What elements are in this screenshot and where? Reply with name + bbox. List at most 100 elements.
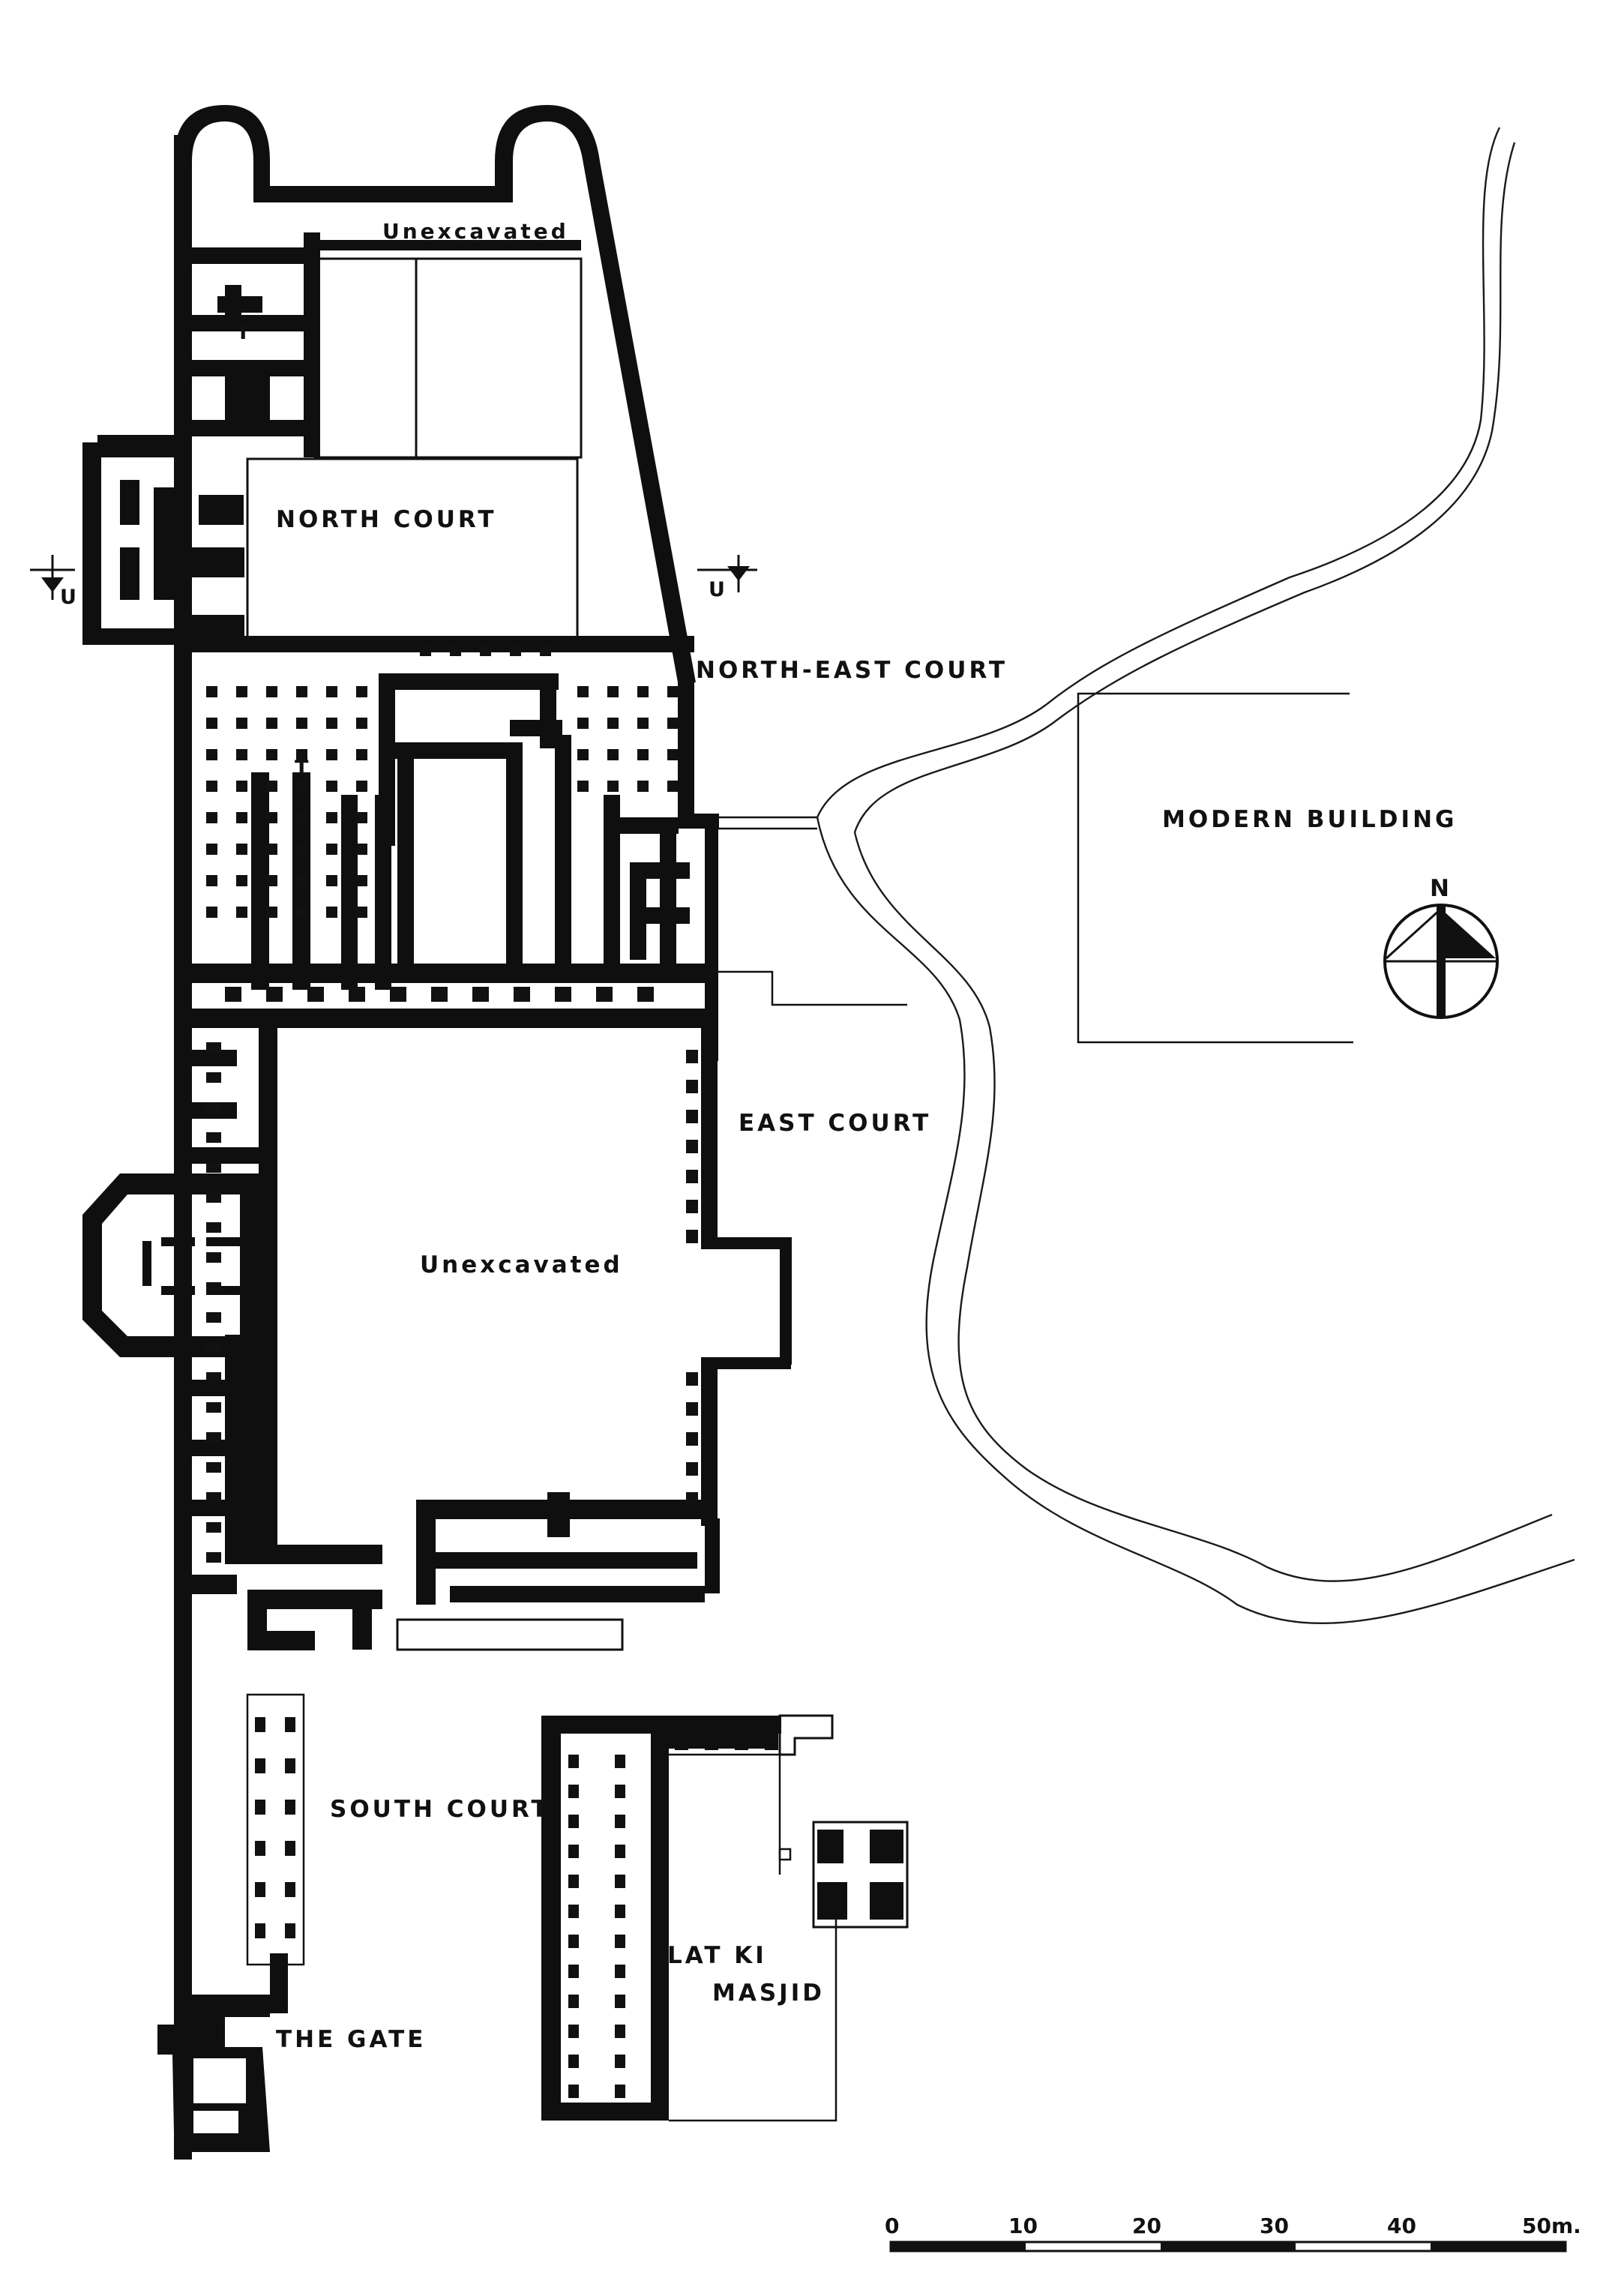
pillar: [206, 907, 217, 918]
pillar: [255, 1841, 265, 1856]
pillar: [326, 749, 337, 760]
pillar: [326, 907, 337, 918]
pillar: [356, 749, 367, 760]
pillar: [349, 987, 365, 1002]
pillar: [356, 844, 367, 855]
pillar: [615, 2055, 625, 2068]
pillar: [568, 1785, 579, 1798]
pillar: [568, 2085, 579, 2098]
north-arrow-letter: N: [1430, 875, 1452, 902]
pillar: [326, 718, 337, 729]
pillar: [568, 1815, 579, 1828]
pillar: [686, 1080, 698, 1093]
pillar: [637, 781, 649, 792]
pillar: [356, 781, 367, 792]
label-t-mark-north: T: [236, 321, 252, 344]
label-unexcavated-center: Unexcavated: [420, 1251, 623, 1278]
modern-building-outline: [1077, 692, 1353, 1044]
pillar: [206, 1522, 221, 1533]
pillar: [206, 844, 217, 855]
pillar: [326, 781, 337, 792]
pillar: [686, 1230, 698, 1243]
scale-tick-50: 50m.: [1522, 2214, 1581, 2238]
label-modern-building: MODERN BUILDING: [1162, 806, 1457, 833]
pillar: [206, 1462, 221, 1473]
scale-tick-labels: 0 10 20 30 40 50m.: [885, 2214, 1581, 2238]
pillar: [296, 781, 307, 792]
pillar: [568, 1755, 579, 1768]
pillar: [686, 1140, 698, 1153]
pillar: [307, 987, 324, 1002]
pillar: [285, 1923, 295, 1938]
pillar: [577, 718, 589, 729]
pillar: [266, 718, 277, 729]
pillar: [667, 686, 679, 697]
pillar: [255, 1758, 265, 1773]
pillar: [255, 1717, 265, 1732]
pillar: [326, 812, 337, 823]
pillar: [266, 781, 277, 792]
pillar: [236, 844, 247, 855]
pillar: [356, 718, 367, 729]
pillar: [296, 844, 307, 855]
pillar: [206, 686, 217, 697]
pillar: [568, 1845, 579, 1858]
pillar: [667, 781, 679, 792]
pillar: [480, 645, 491, 656]
label-north-east-court: NORTH-EAST COURT: [696, 657, 1008, 684]
pillar: [356, 907, 367, 918]
pillar: [607, 718, 619, 729]
scale-tick-0: 0: [885, 2214, 899, 2238]
pillar: [206, 1222, 221, 1233]
pillar: [637, 718, 649, 729]
label-masjid: MASJID: [712, 1980, 825, 2007]
pillar: [206, 1282, 221, 1293]
pillar: [255, 1882, 265, 1897]
label-unexcavated-north: Unexcavated: [382, 219, 569, 244]
scale-tick-10: 10: [1008, 2214, 1038, 2238]
pillar: [686, 1462, 698, 1476]
pillar: [615, 1875, 625, 1888]
pillar: [514, 987, 530, 1002]
pillar: [450, 645, 461, 656]
pillar: [285, 1841, 295, 1856]
pillar: [568, 2025, 579, 2038]
pillar: [390, 987, 406, 1002]
pillar: [206, 781, 217, 792]
pillar: [266, 875, 277, 886]
pillar: [206, 1492, 221, 1503]
pillar: [236, 686, 247, 697]
pillar: [206, 1072, 221, 1083]
pillar: [236, 781, 247, 792]
label-north-court: NORTH COURT: [276, 506, 497, 533]
pillar: [607, 749, 619, 760]
pillar: [206, 1312, 221, 1323]
pillar: [206, 1402, 221, 1413]
pillar: [206, 1132, 221, 1143]
label-the-gate: THE GATE: [276, 2026, 426, 2053]
approach-path: [718, 816, 907, 1006]
pillar: [420, 645, 431, 656]
pillar: [615, 2085, 625, 2098]
pillar: [615, 2025, 625, 2038]
pillar: [615, 1785, 625, 1798]
pillar: [472, 987, 489, 1002]
label-u-left: U: [60, 586, 79, 609]
pillar: [568, 1905, 579, 1918]
pillar: [255, 1800, 265, 1815]
pillar: [637, 749, 649, 760]
pillar: [206, 1102, 221, 1113]
pillar: [296, 718, 307, 729]
pillar-dots: [206, 645, 778, 2098]
scale-tick-40: 40: [1387, 2214, 1416, 2238]
pillar: [356, 686, 367, 697]
pillar: [206, 749, 217, 760]
pillar: [615, 1815, 625, 1828]
pillar: [615, 1935, 625, 1948]
label-lat-ki: LAT KI: [667, 1942, 767, 1969]
lat-ki-masjid-plan: [541, 1714, 909, 2122]
pillar: [266, 686, 277, 697]
pillar: [568, 2055, 579, 2068]
pillar: [266, 907, 277, 918]
pillar: [356, 812, 367, 823]
